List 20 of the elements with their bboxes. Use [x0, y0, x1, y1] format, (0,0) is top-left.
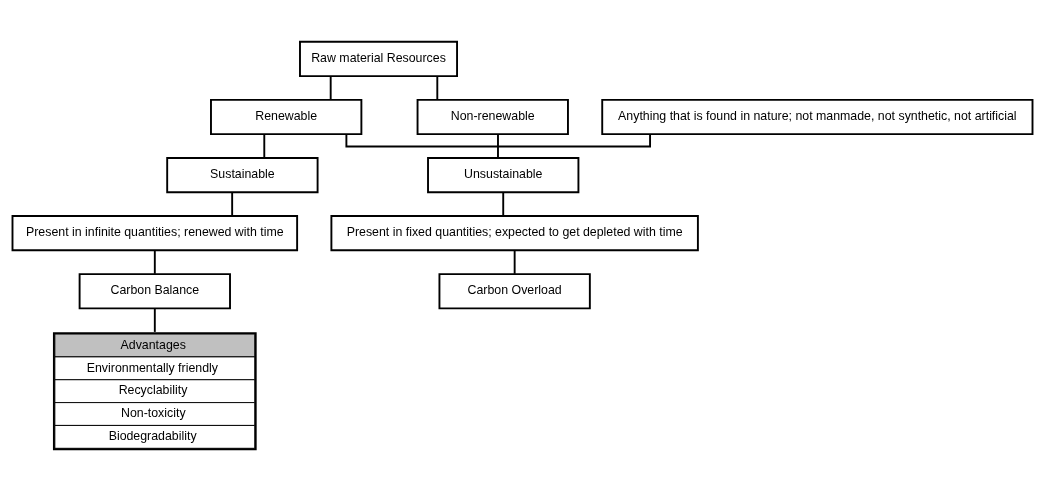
node-box: Present in fixed quantities; expected to get depleted with time — [330, 214, 699, 251]
node-box: Renewable — [210, 98, 363, 135]
node-box: Raw material Resources — [299, 40, 458, 77]
connector — [497, 133, 499, 159]
connector — [329, 74, 332, 101]
connector — [345, 132, 651, 147]
connector — [263, 133, 266, 159]
connector — [153, 307, 156, 333]
node-box: Non-renewable — [416, 98, 569, 135]
node-box: Anything that is found in nature; not manmade, not synthetic, not artificial — [601, 98, 1034, 135]
node-box: Carbon Overload — [438, 272, 591, 309]
node-box: Present in infinite quantities; renewed with time — [11, 214, 299, 251]
node-box: Sustainable — [166, 156, 319, 193]
connector — [231, 191, 234, 217]
connector — [436, 74, 439, 101]
connector — [513, 249, 516, 275]
connector — [502, 191, 505, 217]
connector — [153, 249, 156, 275]
node-box: Carbon Balance — [78, 272, 231, 309]
node-box: Unsustainable — [427, 156, 580, 193]
